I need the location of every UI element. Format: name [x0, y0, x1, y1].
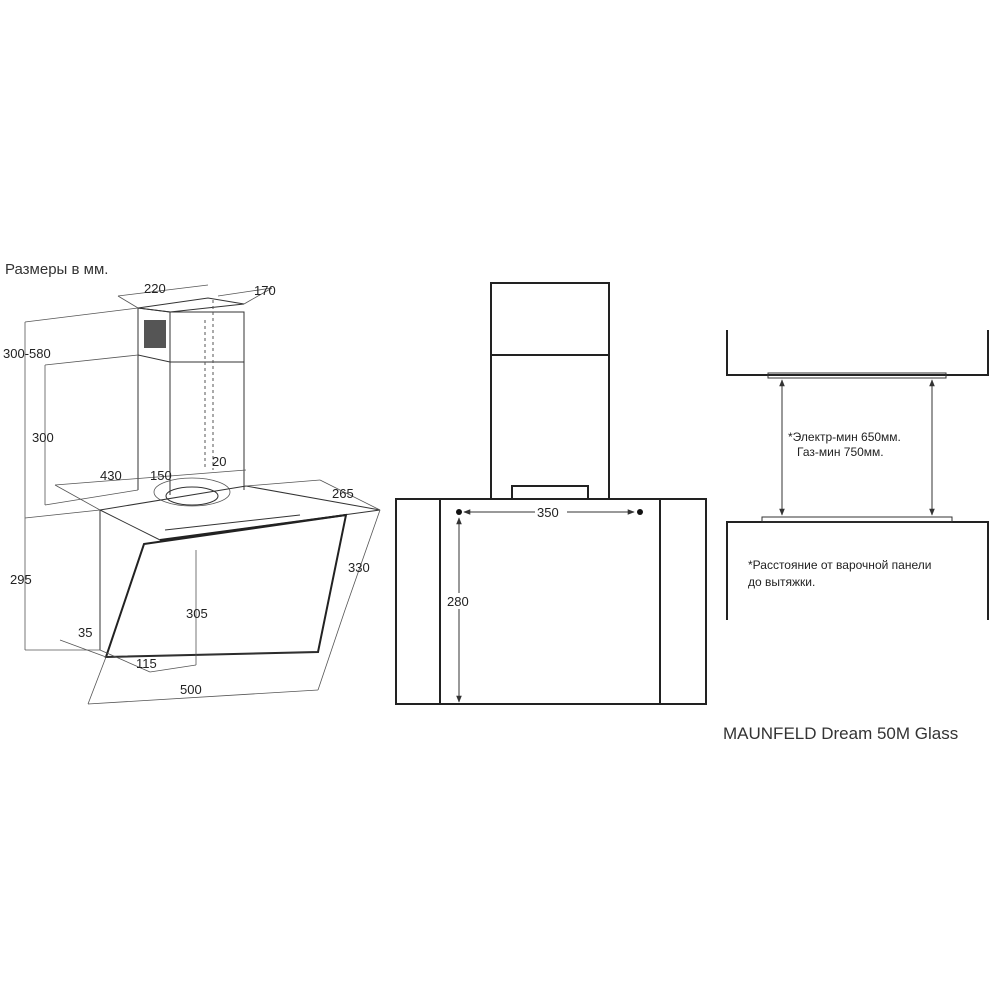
- front-view: 350 280: [395, 282, 707, 705]
- dim-chimney-depth: 170: [254, 283, 276, 298]
- dim-width: 500: [180, 682, 202, 697]
- dim-front-offset: 115: [136, 656, 157, 671]
- dim-bottom-edge: 35: [78, 625, 92, 640]
- hood-bottom: [767, 372, 947, 379]
- mount-hole-left: [456, 509, 462, 515]
- upper-cabinet: [726, 330, 989, 376]
- hood-body: [98, 485, 381, 659]
- dim-offset: 20: [212, 454, 226, 469]
- side-view: 220 170 300-580 300 430 150 20 265 295 3…: [3, 281, 381, 705]
- dim-glass-height: 330: [348, 560, 370, 575]
- dim-chimney-width: 220: [144, 281, 166, 296]
- dim-body-height: 295: [10, 572, 32, 587]
- hob-surface: [761, 516, 953, 523]
- note-gas: Газ-мин 750мм.: [797, 445, 884, 459]
- dim-body-width-top: 430: [100, 468, 122, 483]
- note-electric: *Электр-мин 650мм.: [788, 430, 901, 444]
- duct-outlet: [153, 477, 231, 507]
- front-chimney-upper: [490, 282, 610, 356]
- glass-panel: [104, 513, 348, 659]
- side-dim-lines: [24, 284, 381, 705]
- note-distance-line1: *Расстояние от варочной панели: [748, 558, 931, 572]
- dim-chimney-fixed: 300: [32, 430, 54, 445]
- install-view: *Электр-мин 650мм. Газ-мин 750мм. *Расст…: [726, 330, 989, 620]
- front-duct-cap: [511, 485, 589, 500]
- dim-duct: 150: [150, 468, 172, 483]
- chimney-vent: [144, 320, 166, 348]
- mount-hole-right: [637, 509, 643, 515]
- front-body: [395, 498, 707, 705]
- units-label: Размеры в мм.: [5, 261, 108, 278]
- dim-hole-spacing: 350: [537, 505, 559, 520]
- dim-chimney-range: 300-580: [3, 346, 51, 361]
- front-chimney-lower: [490, 354, 610, 500]
- chimney: [137, 297, 245, 495]
- dim-hole-height: 280: [447, 594, 469, 609]
- dim-depth: 265: [332, 486, 354, 501]
- dim-inner-height: 305: [186, 606, 208, 621]
- note-distance-line2: до вытяжки.: [748, 575, 815, 589]
- product-model: MAUNFELD Dream 50M Glass: [723, 724, 958, 743]
